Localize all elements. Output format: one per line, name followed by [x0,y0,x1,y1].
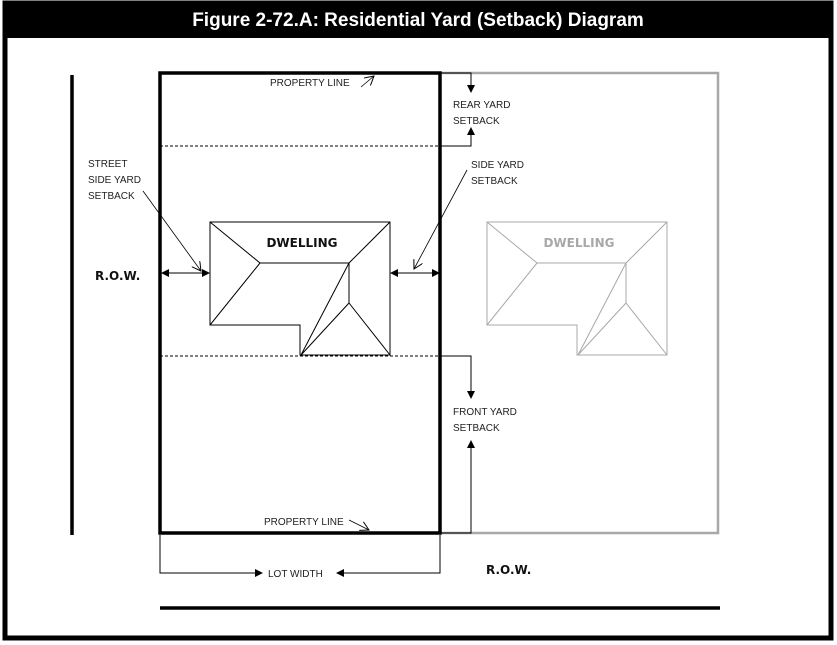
street-side-leader [142,190,201,271]
property-line-top-label: PROPERTY LINE [270,78,350,89]
street-side-label: STREET [88,159,127,170]
rear-yard-label: REAR YARD [453,100,510,111]
lot-width-arrow-left [159,535,263,577]
side-yard-label: SIDE YARD [471,160,524,171]
neighbor-dwelling [486,221,668,356]
front-yard-arrow-bottom [440,440,475,534]
lot-width-arrow-right [336,535,441,577]
lot-width-label: LOT WIDTH [268,569,323,580]
property-line-bottom-label: PROPERTY LINE [264,517,344,528]
property-line-top-arrow [360,76,374,88]
front-yard-label-2: SETBACK [453,423,500,434]
front-yard-label: FRONT YARD [453,407,517,418]
street-side-label-2: SIDE YARD [88,175,141,186]
side-yard-leader [414,169,468,269]
rear-yard-arrow-top [440,72,475,93]
dwelling-label: DWELLING [266,236,337,250]
title-bar [3,2,833,38]
figure-title: Figure 2-72.A: Residential Yard (Setback… [192,10,644,31]
property-line-bottom-arrow [348,519,369,530]
rear-yard-arrow-bottom [440,127,475,147]
row-label-left: R.O.W. [95,269,140,283]
subject-lot [158,71,442,535]
neighbor-dwelling-label: DWELLING [543,236,614,250]
street-side-label-3: SETBACK [88,191,135,202]
front-yard-arrow-top [440,355,475,399]
dwelling-roof-plan [209,221,391,356]
side-yard-label-2: SETBACK [471,176,518,187]
rear-yard-label-2: SETBACK [453,116,500,127]
row-label-bottom: R.O.W. [486,563,531,577]
